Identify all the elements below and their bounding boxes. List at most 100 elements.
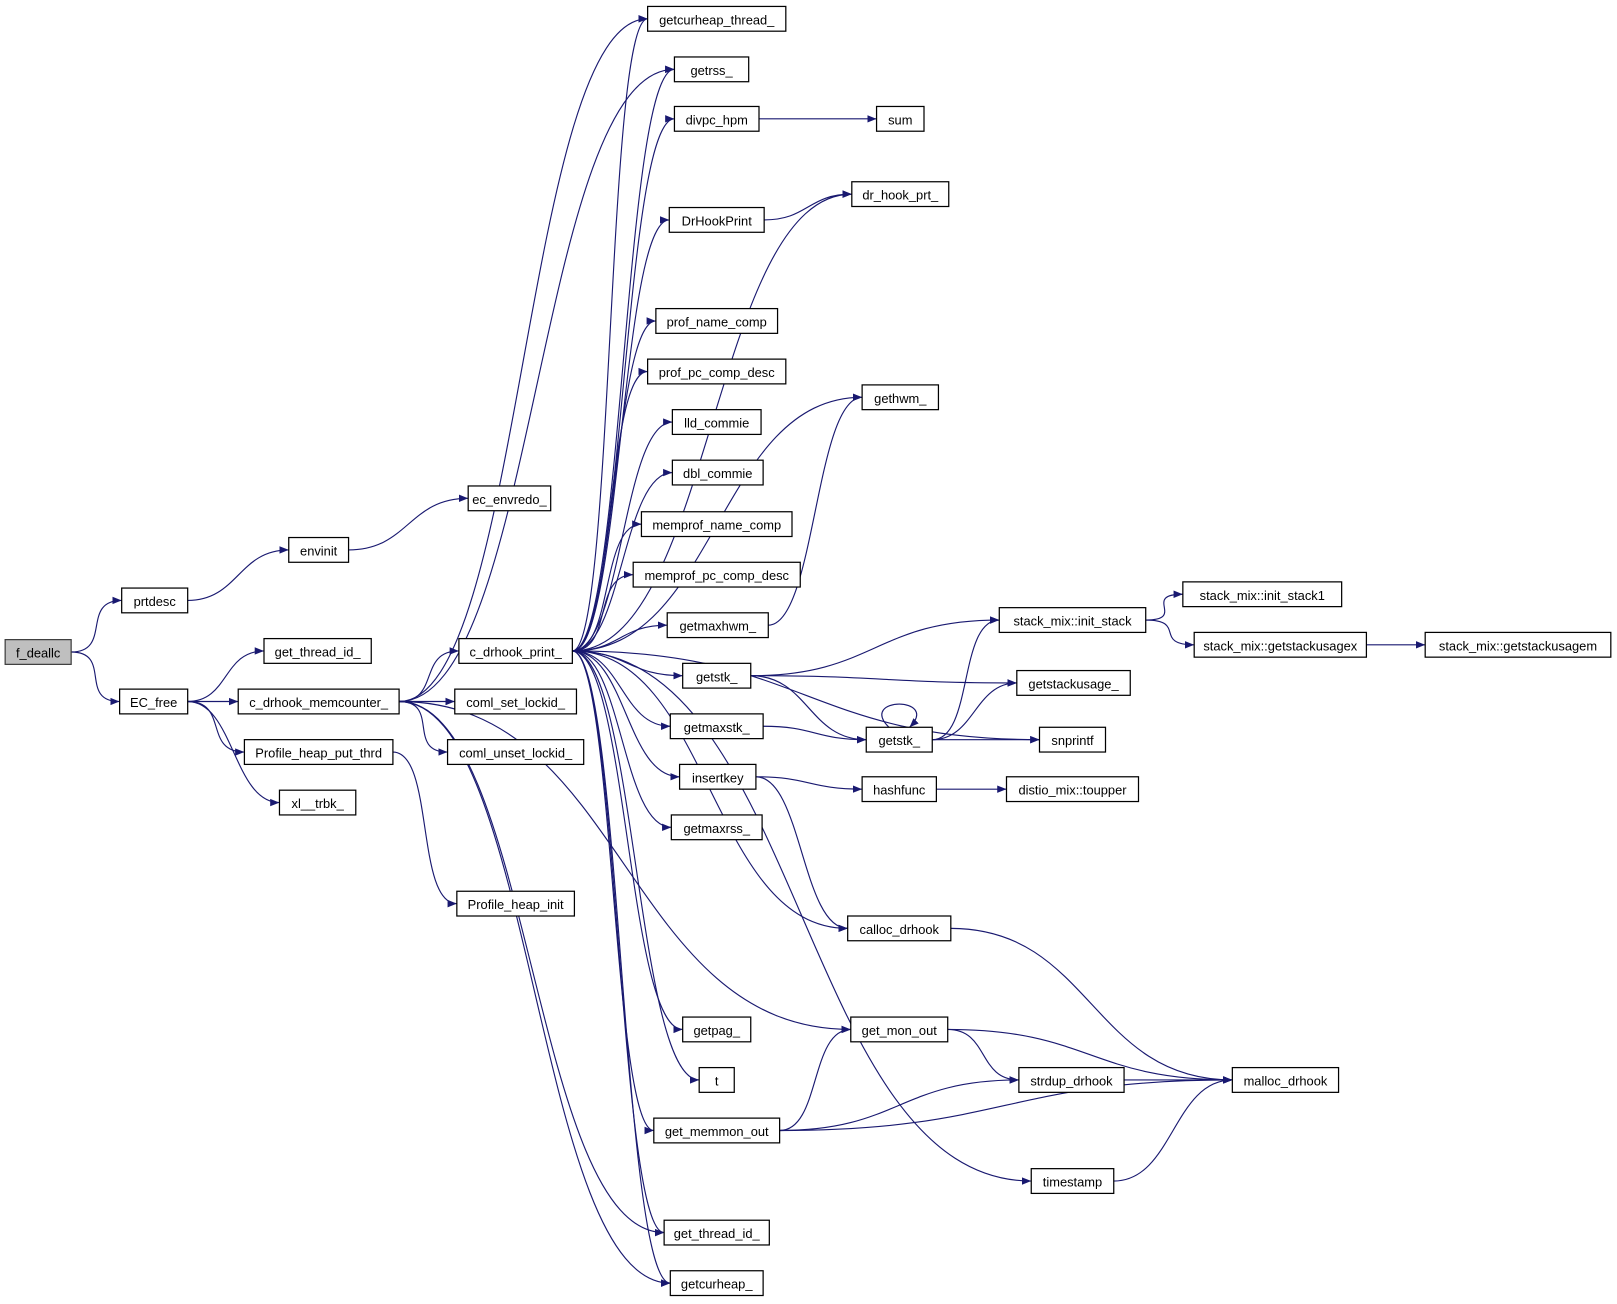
node-getmaxrss[interactable]: getmaxrss_: [670, 814, 763, 841]
node-label: stack_mix::getstackusagex: [1203, 638, 1357, 653]
node-label: sum: [888, 112, 912, 127]
node-box: [1182, 581, 1343, 608]
node-getmaxstk[interactable]: getmaxstk_: [669, 713, 764, 740]
node-getmaxhwm[interactable]: getmaxhwm_: [666, 612, 769, 639]
node-label: get_memmon_out: [665, 1124, 769, 1139]
node-getpag[interactable]: getpag_: [682, 1016, 752, 1043]
node-box: [682, 1016, 752, 1043]
node-get-thread-id-b[interactable]: get_thread_id_: [663, 1219, 770, 1246]
edge-c_drhook_print_-to-getmaxstk_: [572, 650, 671, 730]
node-hashfunc[interactable]: hashfunc: [861, 776, 937, 803]
node-profile-heap-init[interactable]: Profile_heap_init: [456, 890, 576, 917]
node-label: f_deallc: [16, 646, 61, 661]
node-c-drhook-print[interactable]: c_drhook_print_: [458, 637, 573, 664]
node-insertkey[interactable]: insertkey: [678, 763, 757, 790]
node-lld-commie[interactable]: lld_commie: [671, 409, 762, 436]
node-label: xl__trbk_: [292, 796, 345, 811]
node-prof-name-comp[interactable]: prof_name_comp: [655, 307, 779, 334]
node-dbl-commie[interactable]: dbl_commie: [671, 459, 764, 486]
node-box: [4, 639, 72, 665]
node-prof-pc-comp-desc[interactable]: prof_pc_comp_desc: [647, 358, 787, 385]
node-getcurheap-thread[interactable]: getcurheap_thread_: [647, 5, 787, 32]
node-box: [454, 688, 578, 715]
node-strdup-drhook[interactable]: strdup_drhook: [1018, 1066, 1125, 1093]
node-label: getpag_: [693, 1023, 740, 1038]
node-label: getstackusage_: [1028, 676, 1119, 691]
node-envinit[interactable]: envinit: [288, 536, 350, 563]
edge-c_drhook_memcounter_-to-c_drhook_print_: [399, 647, 459, 703]
node-prtdesc[interactable]: prtdesc: [121, 587, 189, 614]
nodes-layer: f_deallc prtdesc envinit ec_envredo_ get_thr…: [4, 5, 1612, 1297]
node-box: [119, 688, 189, 715]
edge-get_memmon_out-to-strdup_drhook: [779, 1076, 1019, 1132]
edge-c_drhook_print_-to-prof_name_comp: [572, 317, 656, 652]
node-label: ec_envredo_: [472, 492, 547, 507]
edge-c_drhook_print_-to-prof_pc_comp_desc: [572, 367, 648, 652]
node-label: coml_unset_lockid_: [459, 746, 573, 761]
node-getstk-b[interactable]: getstk_: [865, 726, 933, 753]
edge-c_drhook_memcounter_-to-getcurheap_thread_: [399, 15, 648, 703]
node-coml-set-lockid[interactable]: coml_set_lockid_: [454, 688, 578, 715]
node-memprof-name-comp[interactable]: memprof_name_comp: [640, 511, 793, 538]
node-label: t: [715, 1074, 719, 1089]
node-profile-heap-put-thrd[interactable]: Profile_heap_put_thrd: [243, 739, 394, 766]
edge-getstk_a-to-getstk_b: [750, 675, 867, 744]
node-memprof-pc-comp-desc[interactable]: memprof_pc_comp_desc: [632, 561, 801, 588]
node-gethwm[interactable]: gethwm_: [861, 384, 940, 411]
node-label: c_drhook_memcounter_: [249, 695, 389, 710]
node-drhookprint[interactable]: DrHookPrint: [668, 206, 765, 233]
edge-calloc_drhook-to-malloc_drhook: [950, 927, 1233, 1084]
node-label: c_drhook_print_: [469, 645, 562, 660]
node-malloc-drhook[interactable]: malloc_drhook: [1231, 1066, 1340, 1093]
node-get-memmon-out[interactable]: get_memmon_out: [653, 1117, 781, 1144]
node-label: get_thread_id_: [674, 1226, 761, 1241]
node-getcurheap[interactable]: getcurheap_: [669, 1270, 764, 1297]
node-getstk-a[interactable]: getstk_: [682, 662, 752, 689]
node-box: [682, 662, 752, 689]
node-calloc-drhook[interactable]: calloc_drhook: [847, 915, 952, 942]
node-label: getmaxhwm_: [679, 619, 756, 634]
node-label: stack_mix::init_stack: [1013, 614, 1132, 629]
node-box: [456, 890, 576, 917]
node-box: [670, 814, 763, 841]
node-timestamp[interactable]: timestamp: [1030, 1168, 1115, 1195]
edge-Profile_heap_put_thrd-to-Profile_heap_init: [392, 751, 457, 908]
node-label: getcurheap_thread_: [659, 12, 775, 27]
node-ec-free[interactable]: EC_free: [119, 688, 189, 715]
node-label: Profile_heap_init: [468, 897, 564, 912]
node-get-mon-out[interactable]: get_mon_out: [850, 1016, 949, 1043]
node-box: [640, 511, 793, 538]
node-ec-envredo[interactable]: ec_envredo_: [467, 485, 552, 512]
node-t[interactable]: t: [698, 1066, 735, 1093]
node-getstackusage[interactable]: getstackusage_: [1016, 669, 1131, 696]
edge-init_stack-to-init_stack1: [1145, 590, 1183, 621]
edge-get_mon_out-to-malloc_drhook: [947, 1028, 1233, 1084]
node-divpc-hpm[interactable]: divpc_hpm: [673, 105, 760, 132]
node-label: hashfunc: [873, 783, 926, 798]
edge-DrHookPrint-to-dr_hook_prt_: [764, 190, 852, 221]
edge-EC_free-to-Profile_heap_put_thrd: [187, 700, 245, 756]
edge-c_drhook_print_-to-snprintf: [572, 650, 1040, 744]
node-box: [666, 612, 769, 639]
node-toupper[interactable]: distio_mix::toupper: [1005, 776, 1140, 803]
node-c-drhook-memcounter[interactable]: c_drhook_memcounter_: [237, 688, 400, 715]
node-init-stack[interactable]: stack_mix::init_stack: [998, 607, 1147, 634]
node-label: Profile_heap_put_thrd: [255, 746, 382, 761]
node-label: envinit: [300, 543, 338, 558]
node-label: dbl_commie: [683, 466, 752, 481]
node-getrss[interactable]: getrss_: [673, 56, 750, 83]
node-coml-unset-lockid[interactable]: coml_unset_lockid_: [446, 739, 585, 766]
node-dr-hook-prt[interactable]: dr_hook_prt_: [851, 181, 950, 208]
node-snprintf[interactable]: snprintf: [1038, 726, 1107, 753]
node-label: insertkey: [692, 770, 744, 785]
node-getstackusagem[interactable]: stack_mix::getstackusagem: [1424, 631, 1612, 658]
node-label: getrss_: [690, 63, 733, 78]
node-get-thread-id-a[interactable]: get_thread_id_: [263, 637, 372, 664]
node-getstackusagex[interactable]: stack_mix::getstackusagex: [1193, 631, 1368, 658]
node-sum[interactable]: sum: [875, 105, 925, 132]
node-xl-trbk[interactable]: xl__trbk_: [278, 789, 357, 816]
node-label: strdup_drhook: [1030, 1074, 1113, 1089]
node-box: [288, 536, 350, 563]
node-init-stack1[interactable]: stack_mix::init_stack1: [1182, 581, 1343, 608]
edge-getmaxhwm_-to-gethwm_: [768, 393, 863, 626]
